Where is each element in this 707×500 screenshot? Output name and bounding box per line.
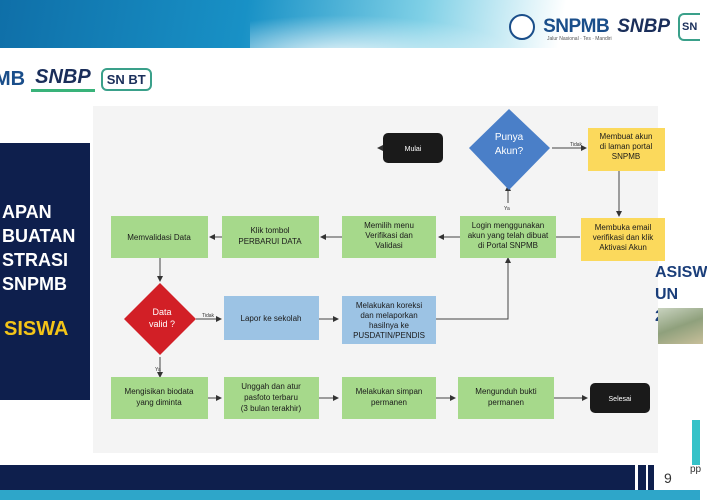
- finish-label: Selesai: [609, 396, 632, 403]
- start-terminal: Mulai: [383, 133, 443, 163]
- login-node: Login menggunakan akun yang telah dibuat…: [460, 216, 556, 258]
- correction-line-3: hasilnya ke: [369, 321, 410, 330]
- slide-logo-row: MB SNBP SN BT: [0, 62, 152, 96]
- login-line-3: di Portal SNPMB: [478, 241, 538, 250]
- right-slide-peek: ASISW UN 20: [655, 262, 707, 344]
- flow-connectors: [157, 145, 622, 401]
- download-line-1: Mengunduh bukti: [475, 387, 537, 396]
- report-school-label: Lapor ke sekolah: [241, 314, 302, 323]
- footer-separator-1: [638, 465, 646, 490]
- create-account-line-3: SNPMB: [612, 152, 640, 161]
- download-line-2: permanen: [488, 398, 524, 407]
- upload-line-3: (3 bulan terakhir): [241, 404, 302, 413]
- fill-bio-line-2: yang diminta: [136, 398, 182, 407]
- title-line-1: APAN: [2, 202, 52, 222]
- upload-photo-node: Unggah dan atur pasfoto terbaru (3 bulan…: [224, 377, 319, 419]
- footer-bar: [0, 465, 635, 490]
- correction-line-2: dan melaporkan: [360, 311, 417, 320]
- emblem-icon: [509, 14, 536, 40]
- logo-snbt: SN: [678, 13, 700, 41]
- decision-has-account-line-1: Punya: [495, 132, 524, 143]
- validate-node: Memvalidasi Data: [111, 216, 208, 258]
- logo-snpmb-partial: MB: [0, 67, 26, 90]
- right-peek-line-1: ASISW: [655, 264, 707, 281]
- open-email-node: Membuka email verifikasi dan klik Aktiva…: [581, 218, 665, 261]
- create-account-line-2: di laman portal: [600, 142, 653, 151]
- choose-menu-node: Memilih menu Verifikasi dan Validasi: [342, 216, 436, 258]
- registration-flowchart: Tidak Ya Tidak Ya Mulai Punya Akun? Memb…: [111, 109, 665, 419]
- right-peek-photo: [658, 308, 703, 344]
- choose-menu-line-2: Verifikasi dan: [365, 231, 413, 240]
- create-account-node: Membuat akun di laman portal SNPMB: [588, 128, 665, 171]
- login-line-1: Login menggunakan: [472, 221, 545, 230]
- click-update-line-2: PERBARUI DATA: [238, 237, 302, 246]
- footer-strip: [0, 490, 700, 500]
- edge-label-no-account: Tidak: [570, 142, 583, 148]
- logo-snbp: SNBP: [617, 16, 670, 37]
- open-email-line-1: Membuka email: [595, 223, 652, 232]
- logo-snpmb: SNPMB: [543, 16, 610, 37]
- save-line-1: Melakukan simpan: [356, 387, 423, 396]
- correction-line-4: PUSDATIN/PENDIS: [353, 331, 425, 340]
- choose-menu-line-3: Validasi: [375, 241, 403, 250]
- download-proof-node: Mengunduh bukti permanen: [458, 377, 554, 419]
- decision-data-valid: Data valid ?: [124, 283, 196, 355]
- header-logos: SNPMB SNBP SN: [509, 8, 700, 46]
- click-update-line-1: Klik tombol: [250, 226, 289, 235]
- click-update-node: Klik tombol PERBARUI DATA: [222, 216, 319, 258]
- finish-terminal: Selesai: [590, 383, 650, 413]
- edge-label-not-valid: Tidak: [202, 313, 215, 319]
- logo-snbp-slide: SNBP: [31, 66, 95, 92]
- header-tagline: Jalur Nasional · Tes · Mandiri: [547, 36, 612, 42]
- banner-wave: [250, 8, 550, 48]
- title-highlight: SISWA: [4, 318, 69, 340]
- title-line-2: BUATAN: [2, 226, 76, 246]
- upload-line-2: pasfoto terbaru: [244, 393, 298, 402]
- title-line-4: SNPMB: [2, 274, 68, 294]
- decision-has-account-line-2: Akun?: [495, 146, 524, 157]
- choose-menu-line-1: Memilih menu: [364, 221, 414, 230]
- fill-bio-line-1: Mengisikan biodata: [125, 387, 194, 396]
- edge-label-has-account: Ya: [504, 206, 510, 212]
- upload-line-1: Unggah dan atur: [241, 382, 301, 391]
- save-permanent-node: Melakukan simpan permanen: [342, 377, 436, 419]
- page-number: 9: [664, 470, 672, 486]
- save-line-2: permanen: [371, 398, 407, 407]
- start-label: Mulai: [405, 146, 422, 153]
- login-line-2: akun yang telah dibuat: [468, 231, 549, 240]
- decision-valid-line-1: Data: [152, 307, 171, 317]
- logo-snbt-slide: SN BT: [100, 67, 152, 91]
- slide-title-panel: APAN BUATAN STRASI SNPMB SISWA: [0, 143, 90, 400]
- validate-label: Memvalidasi Data: [127, 233, 191, 242]
- open-email-line-2: verifikasi dan klik: [593, 233, 654, 242]
- decision-valid-line-2: valid ?: [149, 319, 175, 329]
- correction-node: Melakukan koreksi dan melaporkan hasilny…: [342, 296, 436, 344]
- fill-biodata-node: Mengisikan biodata yang diminta: [111, 377, 208, 419]
- title-line-3: STRASI: [2, 250, 69, 270]
- footer-separator-2: [648, 465, 654, 490]
- right-accent-bar: [692, 420, 700, 465]
- open-email-line-3: Aktivasi Akun: [599, 243, 647, 252]
- decision-has-account: Punya Akun?: [469, 109, 550, 190]
- right-side-label: pp: [690, 464, 702, 475]
- create-account-line-1: Membuat akun: [600, 132, 653, 141]
- edge-label-valid: Ya: [155, 367, 161, 373]
- report-school-node: Lapor ke sekolah: [224, 296, 319, 340]
- correction-line-1: Melakukan koreksi: [356, 301, 422, 310]
